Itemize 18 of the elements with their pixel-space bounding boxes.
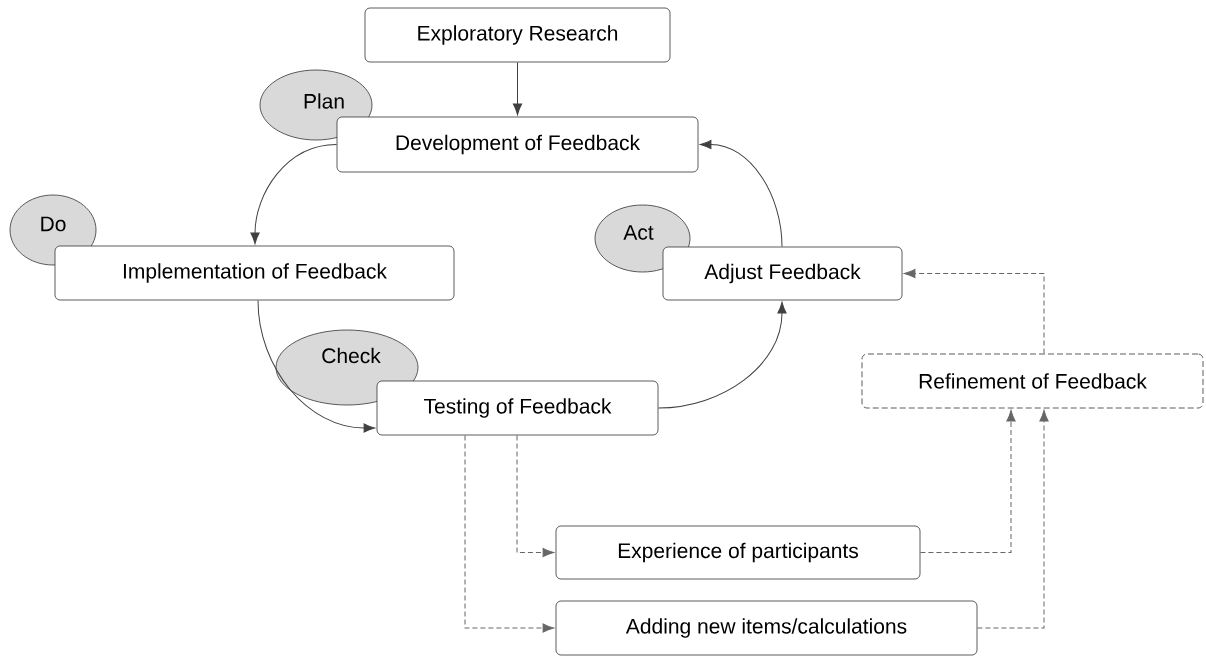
process-box: Adding new items/calculations — [555, 600, 978, 656]
arrow — [657, 301, 787, 409]
arrow — [257, 299, 376, 433]
process-box: Adjust Feedback — [662, 246, 903, 301]
dashed-arrow — [464, 434, 555, 633]
arrow — [512, 61, 523, 116]
dashed-process-box: Refinement of Feedback — [861, 353, 1204, 409]
dashed-arrow — [919, 409, 1016, 553]
process-box: Experience of participants — [555, 525, 921, 580]
arrow — [250, 144, 338, 245]
arrow — [699, 139, 783, 248]
process-box: Testing of Feedback — [376, 380, 659, 436]
process-box: Exploratory Research — [364, 7, 671, 63]
dashed-arrow — [516, 434, 555, 558]
dashed-arrow — [976, 409, 1049, 629]
dashed-arrow — [903, 268, 1045, 355]
process-box: Implementation of Feedback — [54, 245, 455, 301]
process-box: Development of Feedback — [336, 116, 699, 173]
